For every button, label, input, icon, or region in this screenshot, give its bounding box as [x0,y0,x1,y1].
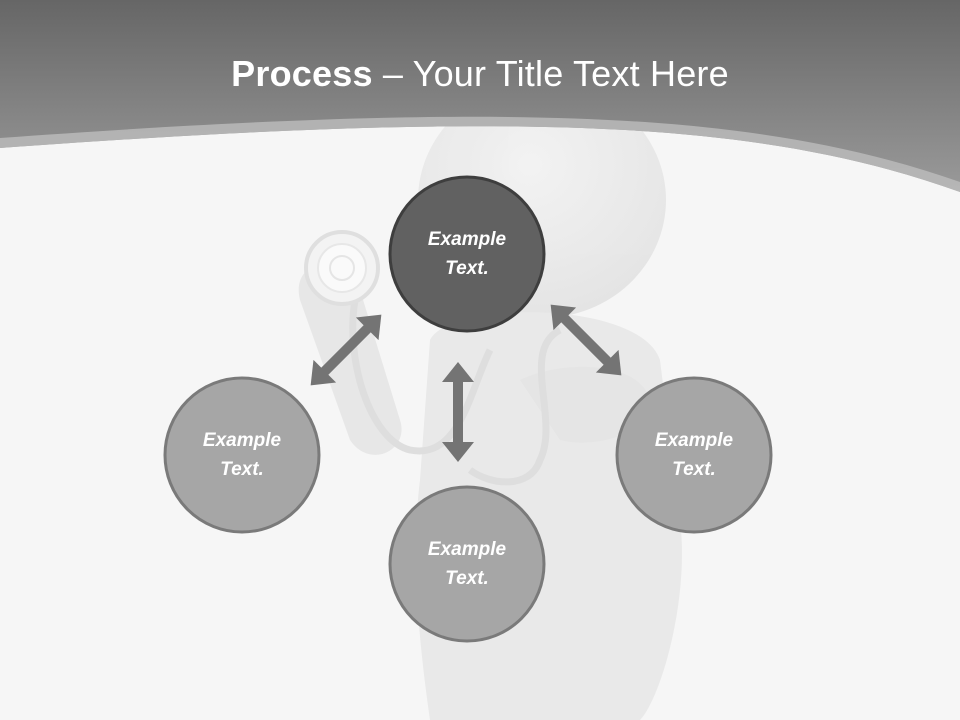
circle-left-line1: Example [202,430,282,451]
title-text: Your Title Text Here [412,53,729,94]
double-arrow-icon [442,362,474,462]
double-arrow-icon [550,304,622,376]
title-dash: – [372,53,413,94]
circle-right-line2: Text. [672,459,716,480]
double-arrow-icon [310,314,382,386]
circle-bottom-line2: Text. [445,568,489,589]
circle-bottom-line1: Example [427,539,507,560]
circle-right-line1: Example [654,430,734,451]
circle-top-line2: Text. [445,258,489,279]
circle-top [388,175,546,333]
slide-title: Process – Your Title Text Here [0,50,960,98]
circle-left-label: Example Text. [164,426,320,484]
title-bold: Process [231,53,373,94]
circle-top-label: Example Text. [389,225,545,283]
circle-left [163,376,321,534]
circle-bottom-label: Example Text. [389,535,545,593]
circle-right-label: Example Text. [616,426,772,484]
circle-left-line2: Text. [220,459,264,480]
arrows [310,304,622,462]
circle-bottom [388,485,546,643]
circle-right [615,376,773,534]
header-band [0,0,960,192]
circle-top-line1: Example [427,229,507,250]
